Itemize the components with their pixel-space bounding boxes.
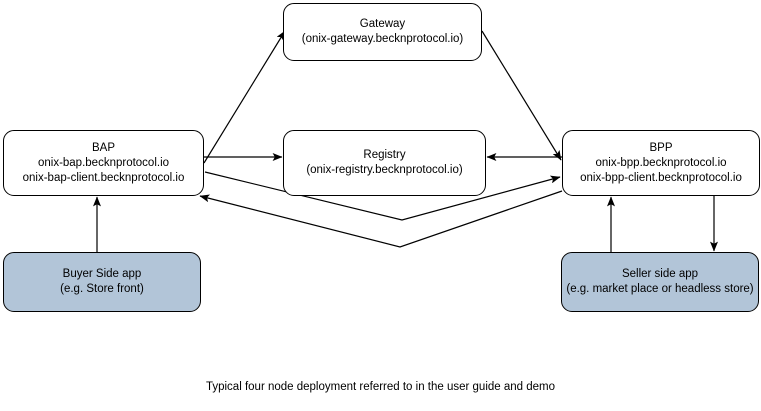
node-registry[interactable]: Registry (onix-registry.becknprotocol.io…: [283, 130, 486, 196]
node-buyer-side-app[interactable]: Buyer Side app (e.g. Store front): [3, 252, 201, 312]
node-seller-side-app-title: Seller side app: [621, 268, 699, 280]
node-bap-host-primary: onix-bap.becknprotocol.io: [37, 156, 170, 169]
node-bap-title: BAP: [91, 141, 115, 154]
node-buyer-side-app-subtitle: (e.g. Store front): [60, 283, 144, 295]
node-gateway-host: (onix-gateway.becknprotocol.io): [301, 33, 464, 45]
node-bpp-host-client: onix-bpp-client.becknprotocol.io: [580, 171, 742, 184]
node-bap[interactable]: BAP onix-bap.becknprotocol.io onix-bap-c…: [3, 130, 204, 196]
node-bpp-title: BPP: [649, 141, 673, 154]
diagram-caption: Typical four node deployment referred to…: [205, 381, 556, 393]
node-bpp[interactable]: BPP onix-bpp.becknprotocol.io onix-bpp-c…: [562, 130, 760, 196]
node-registry-title: Registry: [363, 149, 406, 161]
node-registry-host: (onix-registry.becknprotocol.io): [306, 164, 463, 176]
edge-bap-to-gateway: [203, 30, 286, 164]
edge-gateway-to-bpp: [481, 30, 562, 161]
edge-bpp-to-bap: [199, 190, 563, 248]
edge-bap-to-bpp: [204, 171, 561, 221]
node-gateway[interactable]: Gateway (onix-gateway.becknprotocol.io): [283, 3, 482, 61]
node-bpp-host-primary: onix-bpp.becknprotocol.io: [595, 156, 727, 169]
node-seller-side-app[interactable]: Seller side app (e.g. market place or he…: [561, 252, 759, 312]
node-buyer-side-app-title: Buyer Side app: [62, 268, 142, 280]
node-gateway-title: Gateway: [359, 18, 406, 30]
node-bap-host-client: onix-bap-client.becknprotocol.io: [22, 171, 185, 184]
node-seller-side-app-subtitle: (e.g. market place or headless store): [566, 283, 754, 295]
